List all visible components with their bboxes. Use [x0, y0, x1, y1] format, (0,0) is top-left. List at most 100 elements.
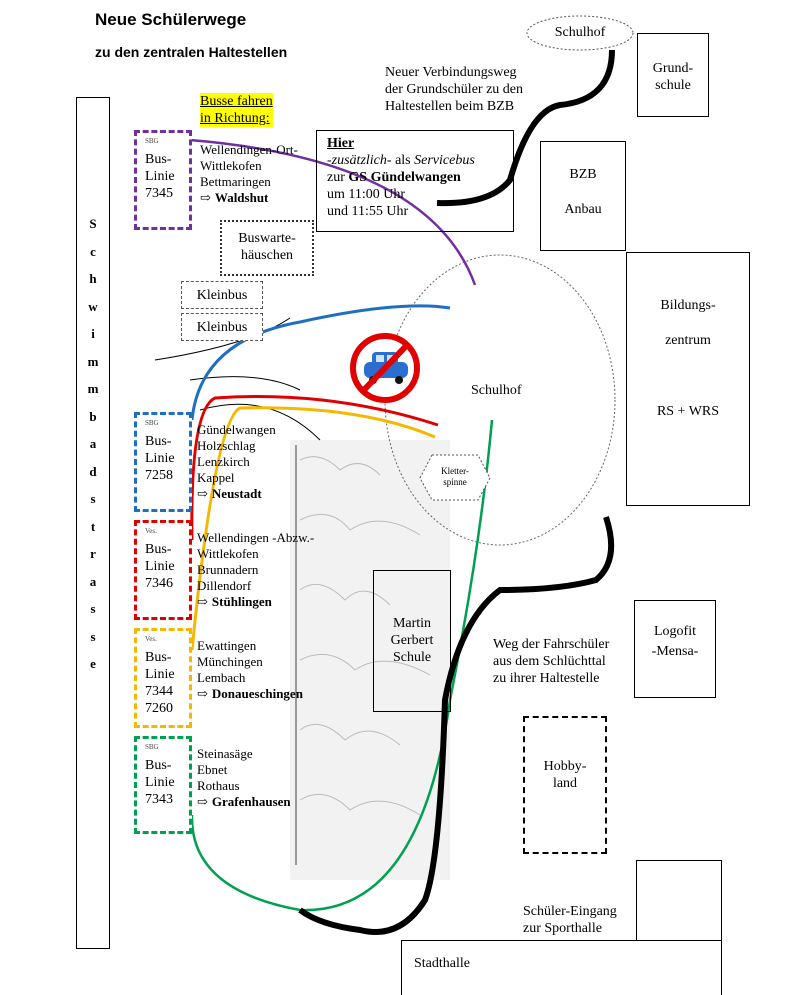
bus-final-destination: ⇨Waldshut [200, 190, 298, 206]
arrow-right-icon: ⇨ [200, 190, 211, 205]
new-path-note-line2: der Grundschüler zu den [385, 82, 524, 97]
street-letter: s [90, 491, 96, 506]
street-letter: m [87, 353, 99, 369]
service-bus-time1: um 11:00 Uhr [327, 187, 406, 202]
destination-name: Waldshut [214, 190, 269, 205]
bildungszentrum-building: Bildungs- zentrum RS + WRS [626, 252, 750, 506]
sports-hall-annex [636, 860, 722, 942]
bus-final-destination: ⇨Donaueschingen [197, 686, 303, 702]
bus-line-line: Bus- [145, 152, 172, 167]
bus-stop-name: Holzschlag [197, 438, 256, 453]
walkway-grundschule [436, 49, 615, 207]
service-bus-destination: GS Gündelwangen [348, 170, 461, 185]
service-bus-box: Hier -zusätzlich- als Servicebus zur GS … [316, 130, 514, 232]
service-bus-label: Servicebus [414, 153, 475, 168]
bzb-line2: Anbau [564, 202, 602, 217]
bus-stop-name: Brunnadern [197, 562, 259, 577]
grundschule-building: Grund- schule [637, 33, 709, 117]
minibus-stop-1: Kleinbus [181, 281, 263, 309]
arrow-right-icon: ⇨ [197, 794, 208, 809]
schoolyard-top-ellipse [526, 15, 634, 51]
schoolyard-top-label: Schulhof [554, 25, 606, 40]
walk-note-line1: Weg der Fahrschüler [493, 637, 610, 652]
direction-label: Busse fahren in Richtung: [200, 93, 273, 127]
bus-line-number2: 7260 [145, 701, 173, 716]
martin-gerbert-school: Martin Gerbert Schule [373, 570, 451, 712]
bus-stop-name: Münchingen [197, 654, 263, 669]
logofit-line1: Logofit [654, 624, 696, 639]
arrow-right-icon: ⇨ [197, 486, 208, 501]
forest-area [290, 440, 450, 880]
hobbyland-line1: Hobby- [543, 759, 587, 774]
logofit-line2: -Mensa- [651, 644, 699, 659]
waiting-hut-line1: Buswarte- [238, 231, 296, 246]
bus-line-number: 7346 [145, 576, 173, 591]
bus-operator-tag: SBG [145, 743, 159, 751]
bus-line-line: Bus- [145, 758, 172, 773]
street-letter: w [88, 298, 98, 314]
entrance-line2: zur Sporthalle [523, 921, 602, 936]
bus-line-line: Bus- [145, 434, 172, 449]
bus-final-destination: ⇨Neustadt [197, 486, 276, 502]
waiting-hut-line2: häuschen [240, 248, 294, 263]
street-letter: b [89, 408, 97, 424]
bildungszentrum-line3: RS + WRS [656, 404, 720, 419]
destination-name: Grafenhausen [211, 794, 291, 809]
bus-line-label: Bus- Linie 7343 [145, 757, 175, 808]
no-cars-sign [350, 333, 420, 403]
bus-operator-tag: Ves. [145, 635, 157, 643]
bus-stop-name: Wellendingen -Abzw.- [197, 530, 315, 545]
climbing-line1: Kletter- [441, 466, 469, 476]
martin-school-line1: Martin [392, 616, 432, 631]
new-path-note-line1: Neuer Verbindungsweg [385, 65, 517, 80]
bildungszentrum-line2: zentrum [665, 333, 711, 348]
bus-line-line2: Linie [145, 775, 175, 790]
route-purple [189, 138, 477, 286]
walk-note-line2: aus dem Schlüchttal [493, 654, 606, 669]
street-letter: S [89, 216, 97, 231]
destination-name: Stühlingen [211, 594, 272, 609]
minibus-stop-2: Kleinbus [181, 313, 263, 341]
bus-waiting-hut: Buswarte- häuschen [220, 220, 314, 276]
bus-line-number: 7345 [145, 186, 173, 201]
bus-operator-tag: SBG [145, 137, 159, 145]
street-letter: a [89, 573, 97, 589]
bus-stop-name: Rothaus [197, 778, 240, 793]
service-bus-additional: -zusätzlich- [327, 153, 392, 168]
bus-line-line: Bus- [145, 650, 172, 665]
logofit-mensa-building: Logofit -Mensa- [634, 600, 716, 698]
martin-school-line2: Gerbert [390, 633, 434, 648]
new-path-note: Neuer Verbindungsweg der Grundschüler zu… [385, 64, 523, 115]
service-bus-als: als [391, 153, 415, 168]
bzb-line1: BZB [569, 167, 597, 182]
bus-line-number: 7343 [145, 792, 173, 807]
sports-hall-entrance-note: Schüler-Eingang zur Sporthalle [523, 903, 617, 937]
bus-operator-tag: SBG [145, 419, 159, 427]
entrance-line1: Schüler-Eingang [523, 904, 617, 919]
bus-stop-name: Wittlekofen [197, 546, 259, 561]
bus-line-line2: Linie [145, 667, 175, 682]
page-title: Neue Schülerwege [95, 10, 247, 29]
walk-note: Weg der Fahrschüler aus dem Schlüchttal … [493, 636, 609, 687]
direction-label-line1: Busse fahren [200, 94, 273, 109]
climbing-spider-label: Kletter- spinne [420, 466, 490, 488]
bus-stop-name: Gündelwangen [197, 422, 276, 437]
street-letter: h [89, 271, 97, 286]
bus-stop-name: Kappel [197, 470, 235, 485]
forest-texture [295, 445, 431, 865]
route-blue [190, 304, 451, 421]
destination-name: Neustadt [211, 486, 262, 501]
arrow-right-icon: ⇨ [197, 686, 208, 701]
grundschule-line2: schule [655, 78, 691, 93]
